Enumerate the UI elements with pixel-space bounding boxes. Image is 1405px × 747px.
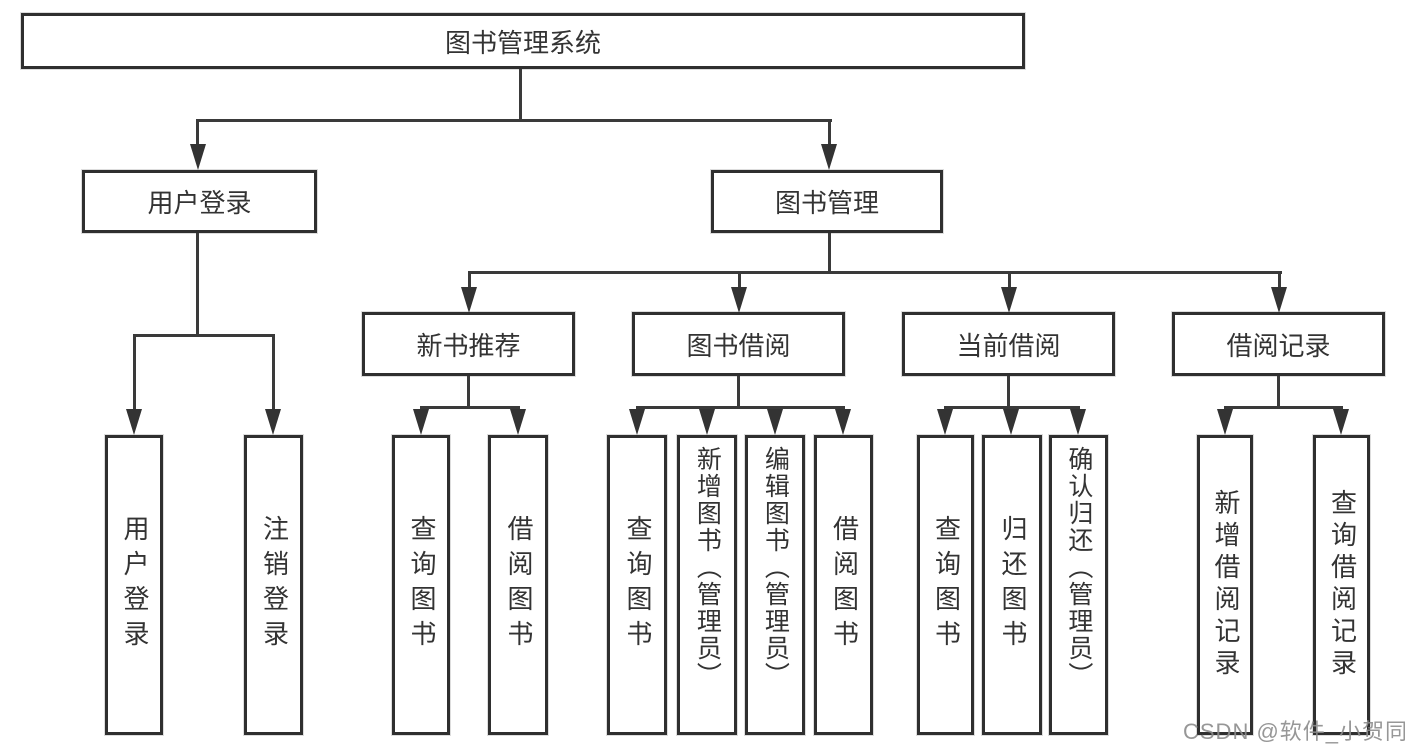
leaf-query-books-borrowing: 查询图书 — [607, 435, 667, 735]
connector-line — [468, 271, 471, 289]
connector-line — [1224, 406, 1343, 409]
leaf-user-login: 用户登录 — [105, 435, 163, 735]
arrow-down-icon — [190, 144, 206, 170]
arrow-down-icon — [1003, 409, 1019, 435]
connector-line — [737, 376, 740, 408]
connector-line — [1007, 376, 1010, 408]
connector-line — [636, 406, 845, 409]
connector-line — [1278, 271, 1281, 289]
arrow-down-icon — [937, 409, 953, 435]
node-user-login: 用户登录 — [82, 170, 317, 233]
leaf-label: 借阅图书 — [829, 515, 860, 655]
leaf-label: 借阅图书 — [503, 515, 534, 655]
leaf-label: 查询图书 — [622, 515, 653, 655]
leaf-label: 新增图书（管理员） — [693, 446, 722, 689]
node-label: 图书管理系统 — [444, 27, 601, 58]
connector-line — [133, 334, 275, 337]
node-new-book-recommendation: 新书推荐 — [362, 312, 575, 376]
arrow-down-icon — [265, 409, 281, 435]
leaf-borrow-books: 借阅图书 — [814, 435, 873, 735]
leaf-label: 注销登录 — [259, 515, 290, 655]
connector-line — [738, 271, 741, 289]
arrow-down-icon — [461, 287, 477, 313]
node-label: 新书推荐 — [416, 330, 521, 361]
node-label: 借阅记录 — [1226, 330, 1331, 361]
arrow-down-icon — [126, 409, 142, 435]
connector-line — [828, 233, 831, 273]
arrow-down-icon — [1070, 409, 1086, 435]
arrow-down-icon — [699, 409, 715, 435]
leaf-add-books-admin: 新增图书（管理员） — [677, 435, 737, 735]
leaf-query-books-recommend: 查询图书 — [392, 435, 450, 735]
leaf-label: 确认归还（管理员） — [1064, 446, 1093, 689]
connector-line — [196, 233, 199, 336]
node-label: 图书借阅 — [686, 330, 791, 361]
leaf-edit-books-admin: 编辑图书（管理员） — [745, 435, 805, 735]
arrow-down-icon — [413, 409, 429, 435]
node-library-management-system: 图书管理系统 — [21, 13, 1025, 69]
node-label: 图书管理 — [774, 188, 879, 218]
connector-line — [196, 119, 832, 122]
node-borrowing-records: 借阅记录 — [1172, 312, 1385, 376]
node-label: 用户登录 — [147, 188, 252, 218]
connector-line — [420, 406, 520, 409]
connector-line — [196, 119, 199, 147]
leaf-label: 查询图书 — [931, 515, 962, 655]
leaf-query-borrow-record: 查询借阅记录 — [1313, 435, 1370, 735]
arrow-down-icon — [1217, 409, 1233, 435]
arrow-down-icon — [1001, 287, 1017, 313]
csdn-watermark: CSDN @软件_小贺同学 — [1183, 719, 1405, 744]
leaf-label: 归还图书 — [997, 515, 1028, 655]
arrow-down-icon — [629, 409, 645, 435]
leaf-borrow-books-recommend: 借阅图书 — [488, 435, 548, 735]
leaf-label: 用户登录 — [119, 515, 150, 655]
arrow-down-icon — [731, 287, 747, 313]
node-current-borrowing: 当前借阅 — [902, 312, 1115, 376]
leaf-label: 查询借阅记录 — [1327, 489, 1358, 681]
connector-line — [1008, 271, 1011, 289]
arrow-down-icon — [1271, 287, 1287, 313]
leaf-add-borrow-record: 新增借阅记录 — [1197, 435, 1253, 735]
arrow-down-icon — [510, 409, 526, 435]
arrow-down-icon — [767, 409, 783, 435]
leaf-label: 编辑图书（管理员） — [761, 446, 790, 689]
connector-line — [519, 69, 522, 121]
connector-line — [468, 271, 1282, 274]
node-book-borrowing: 图书借阅 — [632, 312, 845, 376]
node-label: 当前借阅 — [956, 330, 1061, 361]
arrow-down-icon — [1333, 409, 1349, 435]
connector-line — [1277, 376, 1280, 408]
connector-line — [272, 334, 275, 412]
connector-line — [828, 119, 831, 147]
leaf-confirm-return-admin: 确认归还（管理员） — [1049, 435, 1108, 735]
connector-line — [133, 334, 136, 412]
arrow-down-icon — [835, 409, 851, 435]
leaf-label: 新增借阅记录 — [1210, 489, 1241, 681]
leaf-label: 查询图书 — [406, 515, 437, 655]
connector-line — [467, 376, 470, 408]
arrow-down-icon — [821, 144, 837, 170]
leaf-return-books: 归还图书 — [982, 435, 1042, 735]
leaf-query-books-current: 查询图书 — [917, 435, 974, 735]
node-book-management: 图书管理 — [711, 170, 943, 233]
leaf-logout: 注销登录 — [244, 435, 303, 735]
